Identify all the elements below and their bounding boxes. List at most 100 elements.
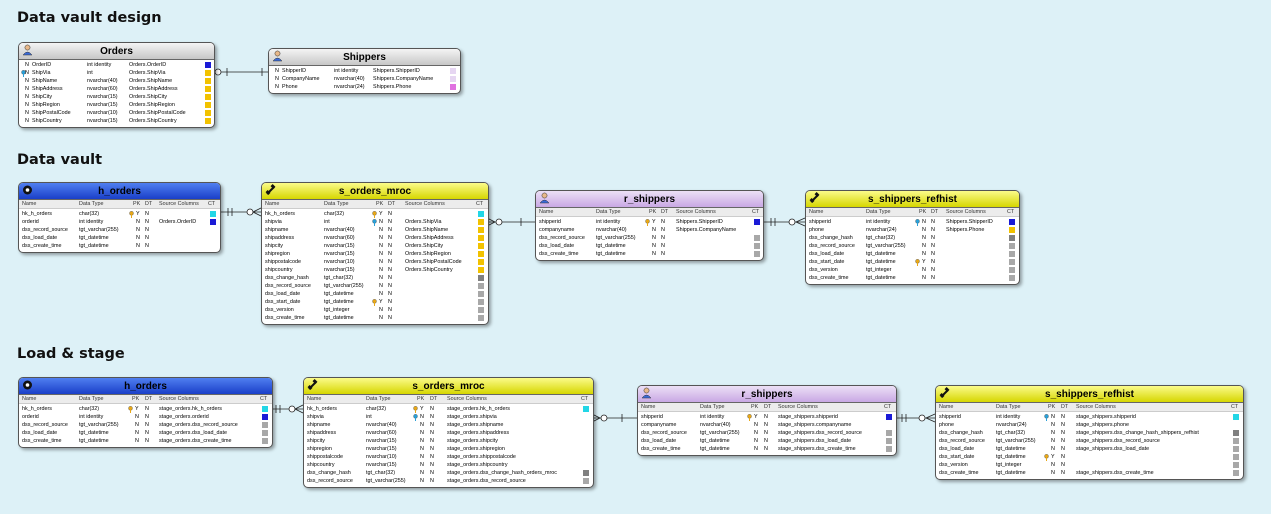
cell-name: dss_start_date bbox=[939, 454, 975, 460]
table-header[interactable]: s_orders_mroc bbox=[304, 378, 593, 395]
cell-src: Shippers.ShipperID bbox=[373, 68, 420, 74]
table-header[interactable]: s_shippers_refhist bbox=[806, 191, 1019, 208]
cell-type: char(32) bbox=[366, 406, 387, 412]
table-header[interactable]: Shippers bbox=[269, 49, 460, 66]
table-header[interactable]: Orders bbox=[19, 43, 214, 60]
cell-pk: Y bbox=[754, 414, 758, 420]
table-header[interactable]: h_orders bbox=[19, 183, 220, 200]
table-header[interactable]: r_shippers bbox=[638, 386, 896, 403]
table-header[interactable]: h_orders bbox=[19, 378, 272, 395]
cell-type: tgt_datetime bbox=[79, 235, 109, 241]
table-header[interactable]: s_orders_mroc bbox=[262, 183, 488, 200]
table-header[interactable]: r_shippers bbox=[536, 191, 763, 208]
cell-type: tgt_datetime bbox=[996, 470, 1026, 476]
table-header[interactable]: s_shippers_refhist bbox=[936, 386, 1243, 403]
cell-src: Shippers.CompanyName bbox=[676, 227, 737, 233]
cell-dt: N bbox=[145, 211, 149, 217]
cell-type: nvarchar(60) bbox=[366, 430, 397, 436]
